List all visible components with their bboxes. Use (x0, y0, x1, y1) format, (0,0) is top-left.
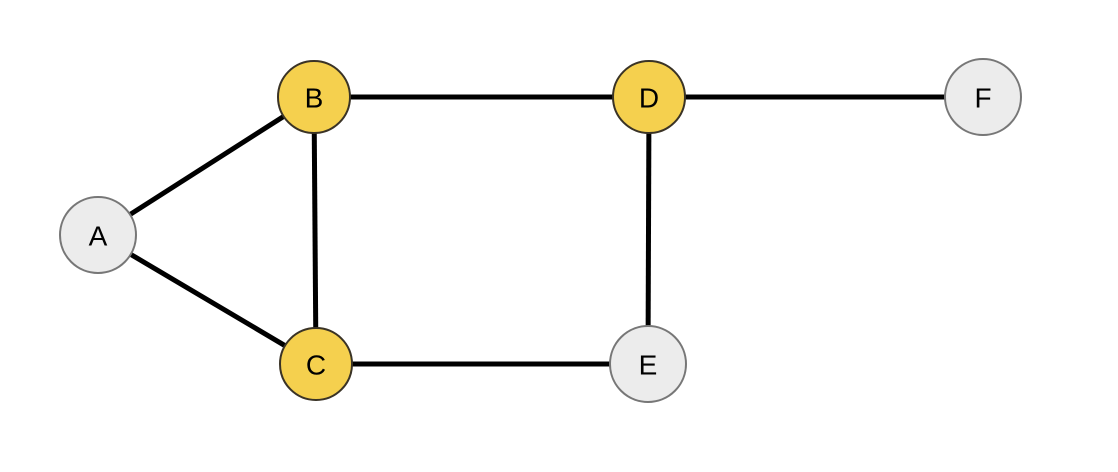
graph-node-a[interactable]: A (59, 196, 137, 274)
node-circle-b[interactable] (277, 60, 351, 134)
graph-node-b[interactable]: B (277, 60, 351, 134)
graph-edge-a-b (127, 113, 286, 218)
graph-edge-a-c (128, 251, 288, 349)
graph-edge-d-e (645, 131, 652, 328)
node-layer: A B C D E F (59, 58, 1022, 403)
graph-node-d[interactable]: D (612, 60, 686, 134)
node-circle-e[interactable] (609, 325, 687, 403)
node-circle-c[interactable] (279, 327, 353, 401)
graph-edge-b-c (311, 131, 319, 330)
node-circle-a[interactable] (59, 196, 137, 274)
node-circle-d[interactable] (612, 60, 686, 134)
node-circle-f[interactable] (944, 58, 1022, 136)
edge-layer (127, 94, 946, 367)
graph-node-e[interactable]: E (609, 325, 687, 403)
graph-node-f[interactable]: F (944, 58, 1022, 136)
graph-node-c[interactable]: C (279, 327, 353, 401)
